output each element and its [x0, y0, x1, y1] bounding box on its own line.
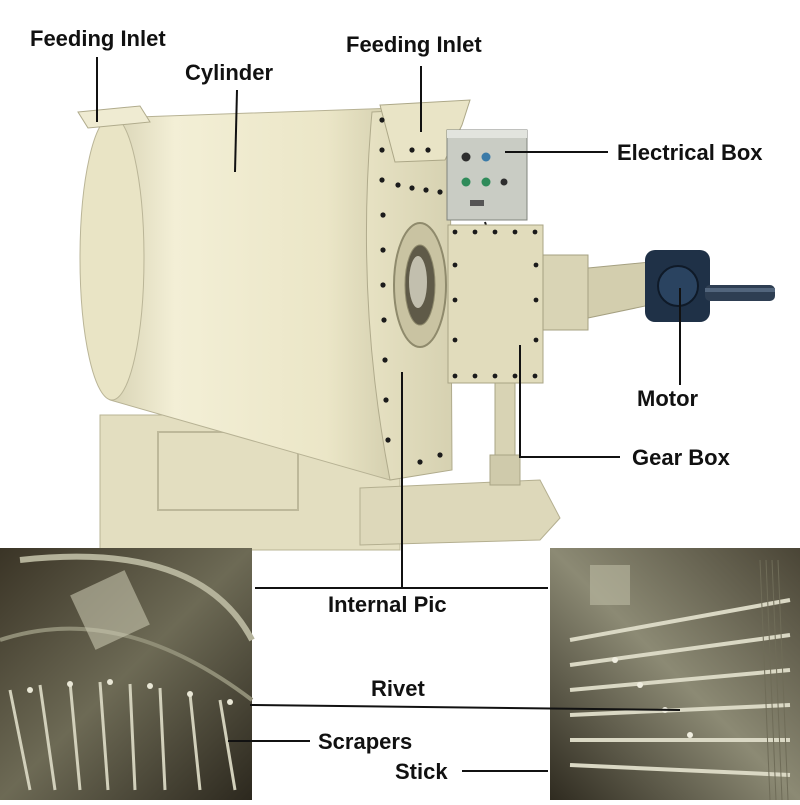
label-rivet: Rivet — [371, 676, 425, 701]
gear-box-housing — [447, 224, 544, 486]
electrical-box — [446, 129, 528, 221]
end-wall — [365, 99, 471, 481]
label-cylinder: Cylinder — [185, 60, 274, 85]
cylinder-body — [77, 105, 429, 481]
drive-shaft — [542, 254, 651, 331]
internal-photo-left — [0, 548, 255, 800]
internal-photo-right — [550, 548, 800, 801]
label-motor: Motor — [637, 386, 699, 411]
motor-unit — [645, 250, 775, 322]
callout-rivet — [249, 704, 681, 711]
label-scrapers: Scrapers — [318, 729, 413, 754]
label-feeding-inlet-top: Feeding Inlet — [346, 32, 482, 57]
label-gear-box: Gear Box — [632, 445, 730, 470]
label-electrical-box: Electrical Box — [617, 140, 763, 165]
callout-lines — [96, 57, 681, 772]
label-stick: Stick — [395, 759, 448, 784]
label-feeding-inlet-left: Feeding Inlet — [30, 26, 166, 51]
label-internal-pic: Internal Pic — [328, 592, 447, 617]
callout-cylinder — [234, 89, 238, 173]
callout-gear-box — [519, 345, 620, 458]
